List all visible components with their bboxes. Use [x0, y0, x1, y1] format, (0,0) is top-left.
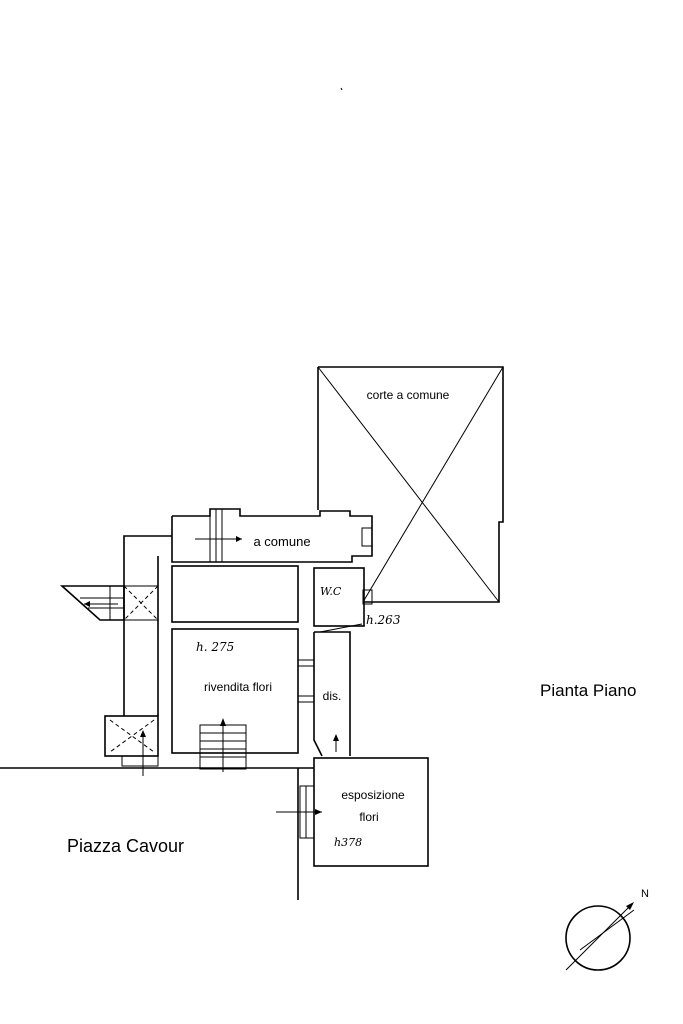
street-line [0, 767, 314, 900]
a-comune-label: a comune [253, 534, 310, 549]
north-arrow-icon: N [565, 888, 649, 971]
n378-label: h378 [334, 836, 362, 849]
n275-label: h. 275 [196, 640, 234, 654]
esposizione-label-2: flori [359, 810, 378, 824]
piazza-cavour-label: Piazza Cavour [67, 836, 184, 856]
n263-label: h.263 [366, 613, 401, 627]
wc-label: W.C [320, 585, 342, 598]
wc-room: W.C h.263 [313, 567, 401, 633]
pianta-piano-label: Pianta Piano [540, 681, 636, 700]
rivendita-label: rivendita flori [204, 680, 272, 694]
stray-mark [340, 87, 343, 91]
rivendita-flori-room: h. 275 rivendita flori [171, 628, 299, 772]
left-passage [59, 535, 172, 776]
corte-a-comune-courtyard: corte a comune [317, 366, 504, 603]
dis-corridor: dis. [297, 631, 351, 757]
corte-label: corte a comune [367, 388, 450, 402]
a-comune-corridor: a comune [171, 508, 373, 563]
dis-label: dis. [323, 689, 342, 703]
esposizione-flori-room: esposizione flori h378 [276, 757, 429, 867]
north-label: N [641, 888, 649, 900]
esposizione-label-1: esposizione [341, 788, 405, 802]
upper-room [171, 565, 299, 623]
